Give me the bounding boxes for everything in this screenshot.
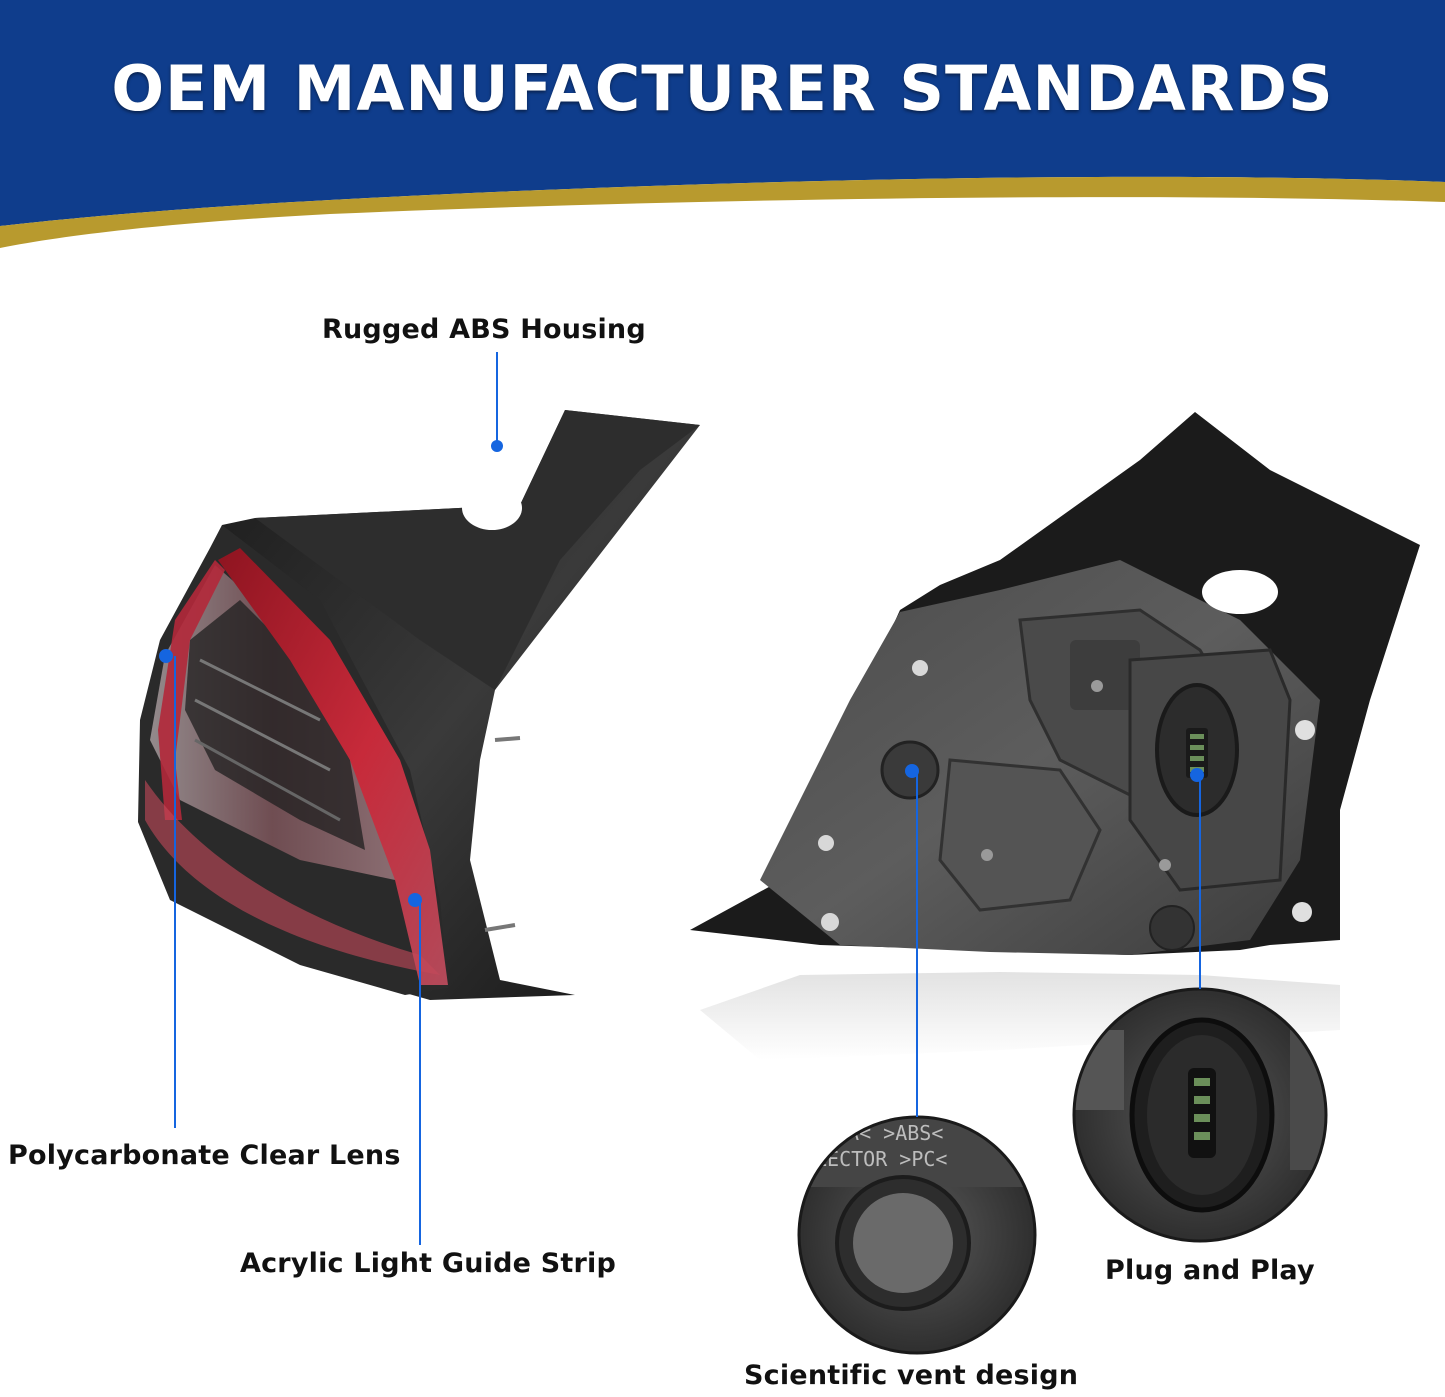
plug-zoom-circle (1072, 987, 1328, 1243)
left-tail-light (138, 410, 700, 1000)
callout-lines (159, 352, 1204, 1245)
banner-background (0, 0, 1445, 248)
callout-housing-label: Rugged ABS Housing (322, 314, 646, 345)
callout-plug-label: Plug and Play (1105, 1255, 1315, 1286)
header-banner: OEM MANUFACTURER STANDARDS (0, 0, 1445, 260)
right-tail-light (690, 412, 1420, 1060)
callout-vent-label: Scientific vent design (744, 1360, 1079, 1391)
vent-zoom-text-1: MA< >ABS< (835, 1121, 943, 1145)
banner-title: OEM MANUFACTURER STANDARDS (111, 52, 1334, 125)
housing-mount-hole (462, 486, 522, 530)
vent-zoom-text-2: LECTOR >PC< (815, 1147, 947, 1171)
vent-zoom-circle: MA< >ABS< LECTOR >PC< (797, 1115, 1037, 1355)
callout-light-guide-label: Acrylic Light Guide Strip (240, 1248, 616, 1279)
callout-clear-lens-label: Polycarbonate Clear Lens (8, 1140, 401, 1171)
